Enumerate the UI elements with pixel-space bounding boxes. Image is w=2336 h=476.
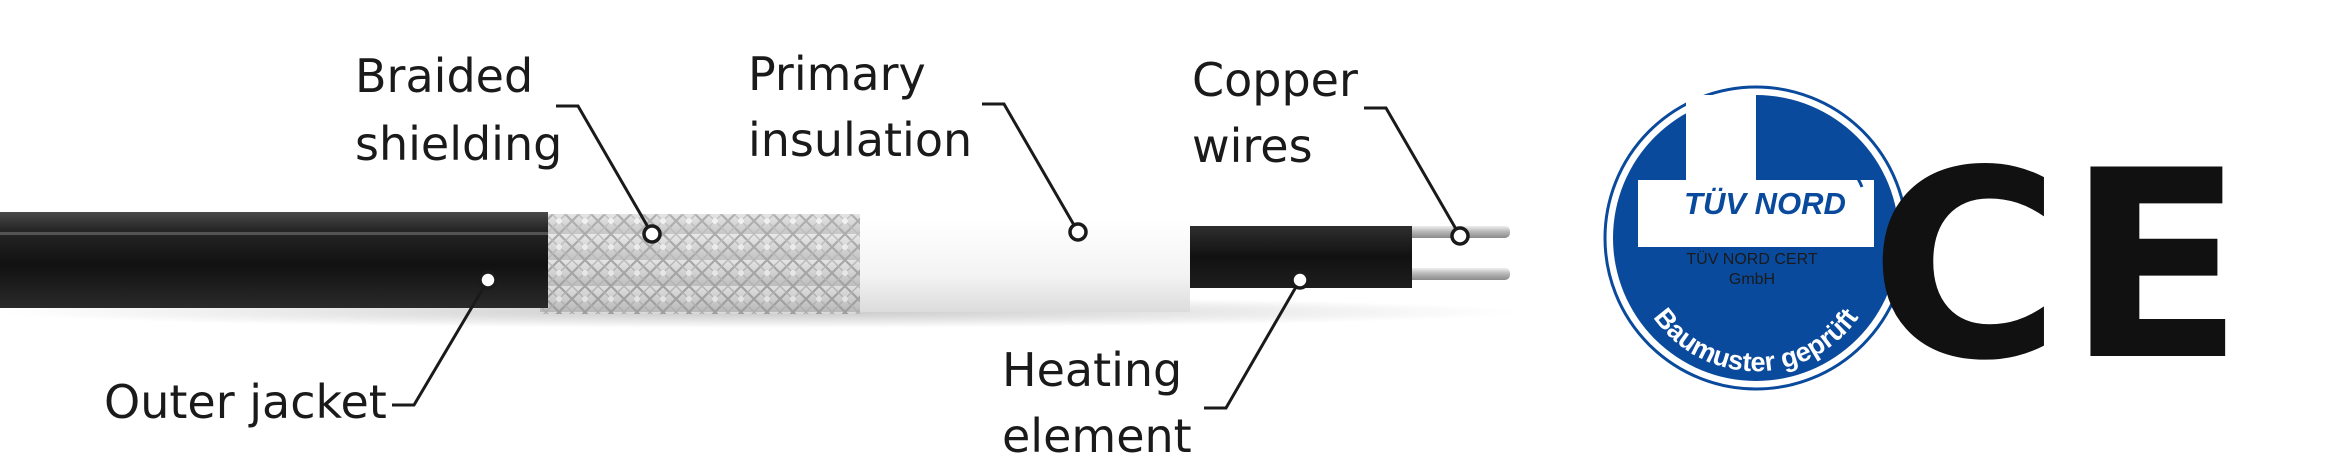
- callout-copper-wires-line1: Copper: [1192, 53, 1358, 107]
- primary-insulation-part: [840, 220, 1190, 312]
- callout-heating-element-line1: Heating: [1002, 343, 1182, 397]
- marker-heating-element: [1290, 270, 1310, 290]
- outer-jacket-part: [0, 212, 548, 308]
- tuv-brand-text: TÜV NORD: [1684, 186, 1846, 221]
- callout-outer-jacket-line1: Outer jacket: [104, 375, 387, 429]
- marker-outer-jacket: [478, 270, 498, 290]
- callout-copper-wires: Copper wires: [1192, 53, 1470, 246]
- svg-text:Copper wires: Copper wires: [1192, 53, 1373, 173]
- callout-primary-insulation-line2: insulation: [748, 113, 972, 167]
- callout-primary-insulation: Primary insulation: [748, 47, 1088, 242]
- leader-outer-jacket: [392, 279, 490, 407]
- tuv-cert-line1: TÜV NORD CERT: [1686, 250, 1817, 268]
- svg-text:Heating element: Heating element: [1002, 343, 1197, 463]
- callout-braided-shielding: Braided shielding: [355, 49, 662, 244]
- marker-copper-wires: [1450, 226, 1470, 246]
- callout-braided-shielding-line1: Braided: [355, 49, 533, 103]
- callout-heating-element: Heating element: [1002, 270, 1310, 463]
- marker-primary-insulation: [1068, 222, 1088, 242]
- leader-braided-shielding: [556, 104, 654, 235]
- copper-wires-part: [1380, 226, 1510, 280]
- heating-cable-illustration: [0, 212, 1520, 328]
- callout-heating-element-line2: element: [1002, 409, 1192, 463]
- svg-text:Primary insulation: Primary insulation: [748, 47, 972, 167]
- callout-copper-wires-line2: wires: [1192, 119, 1313, 173]
- leader-copper-wires: [1364, 106, 1462, 237]
- callout-braided-shielding-line2: shielding: [355, 117, 562, 171]
- leader-heating-element: [1204, 279, 1302, 410]
- svg-text:Braided shielding: Braided shielding: [355, 49, 562, 171]
- tuv-nord-seal-icon: TÜV NORD TÜV NORD CERT GmbH Baumuster ge…: [1603, 85, 1909, 391]
- callout-outer-jacket: Outer jacket: [104, 270, 498, 429]
- marker-braided-shielding: [642, 224, 662, 244]
- svg-text:Outer jacket: Outer jacket: [104, 375, 387, 429]
- tuv-cert-line2: GmbH: [1729, 271, 1775, 288]
- callout-primary-insulation-line1: Primary: [748, 47, 926, 101]
- ce-mark-text: CE: [1870, 116, 2250, 418]
- leader-primary-insulation: [982, 102, 1080, 233]
- ce-mark-icon: CE: [1870, 116, 2250, 418]
- braided-shielding-part: [540, 214, 860, 314]
